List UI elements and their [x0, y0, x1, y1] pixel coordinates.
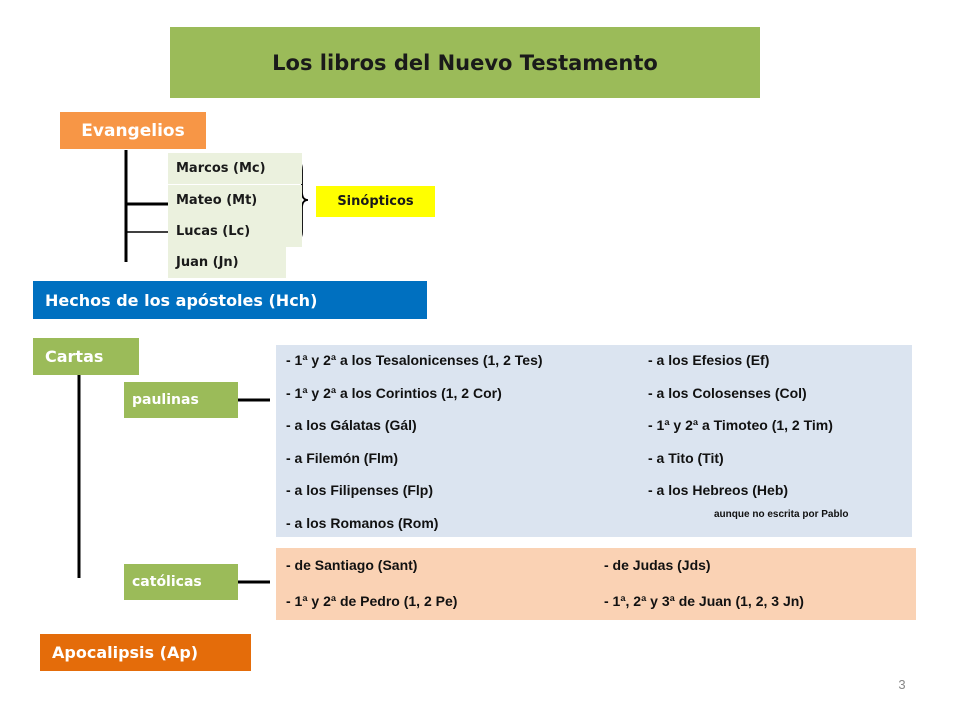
hebreos-note: aunque no escrita por Pablo	[714, 509, 849, 520]
page-title: Los libros del Nuevo Testamento	[170, 27, 760, 98]
paulinas-item: - a los Romanos (Rom)	[286, 515, 439, 531]
paulinas-item: - a Tito (Tit)	[648, 450, 724, 466]
paulinas-item: - a los Gálatas (Gál)	[286, 417, 417, 433]
gospel-mateo: Mateo (Mt)	[168, 185, 302, 216]
paulinas-item: - a los Filipenses (Flp)	[286, 482, 434, 498]
paulinas-item: - 1ª y 2ª a los Tesalonicenses (1, 2 Tes…	[286, 352, 543, 368]
gospel-juan: Juan (Jn)	[168, 247, 286, 278]
catolicas-list: - de Santiago (Sant) - 1ª y 2ª de Pedro …	[276, 548, 916, 620]
catolicas-item: - de Judas (Jds)	[604, 557, 711, 573]
hechos-label: Hechos de los apóstoles (Hch)	[33, 281, 427, 319]
paulinas-item: - 1ª y 2ª a los Corintios (1, 2 Cor)	[286, 385, 502, 401]
page-number: 3	[898, 677, 906, 692]
paulinas-label: paulinas	[124, 382, 238, 418]
catolicas-item: - de Santiago (Sant)	[286, 557, 418, 573]
paulinas-item: - 1ª y 2ª a Timoteo (1, 2 Tim)	[648, 417, 833, 433]
sinopticos-label: Sinópticos	[316, 186, 435, 217]
cartas-label: Cartas	[33, 338, 139, 375]
paulinas-item: - a los Colosenses (Col)	[648, 385, 807, 401]
paulinas-item: - a los Hebreos (Heb)	[648, 482, 789, 498]
catolicas-item: - 1ª, 2ª y 3ª de Juan (1, 2, 3 Jn)	[604, 593, 804, 609]
paulinas-item: - a los Efesios (Ef)	[648, 352, 770, 368]
gospel-marcos: Marcos (Mc)	[168, 153, 302, 184]
gospel-lucas: Lucas (Lc)	[168, 216, 302, 247]
paulinas-list: - 1ª y 2ª a los Tesalonicenses (1, 2 Tes…	[276, 345, 912, 537]
paulinas-item: - a Filemón (Flm)	[286, 450, 398, 466]
catolicas-item: - 1ª y 2ª de Pedro (1, 2 Pe)	[286, 593, 458, 609]
apocalipsis-label: Apocalipsis (Ap)	[40, 634, 251, 671]
catolicas-label: católicas	[124, 564, 238, 600]
evangelios-label: Evangelios	[60, 112, 206, 149]
